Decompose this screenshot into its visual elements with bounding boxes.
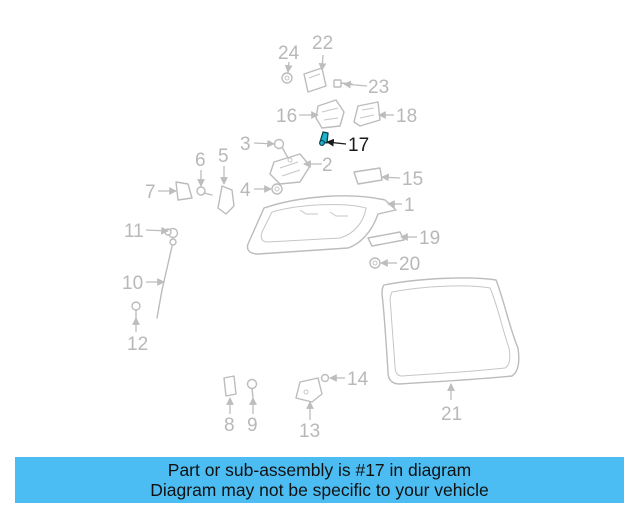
part-8-bumper: [223, 375, 237, 397]
part-18-hinge: [353, 101, 381, 127]
callout-3: 3: [240, 134, 251, 155]
callout-21: 21: [441, 404, 462, 425]
part-24-nut: [281, 72, 293, 84]
part-20-clip: [369, 257, 381, 269]
callout-16: 16: [276, 106, 297, 127]
callout-22: 22: [312, 33, 333, 54]
part-23-bolt: [333, 79, 353, 88]
callout-4: 4: [240, 180, 251, 201]
part-15-handle: [353, 167, 383, 185]
part-17-highlighted: [319, 131, 329, 146]
parts-diagram: 24 22 23 16 18 17 3 2 15 4 7 6 5 1 11 19…: [122, 33, 520, 442]
part-16-hinge: [315, 99, 345, 129]
callout-12: 12: [127, 334, 148, 355]
part-19-light: [367, 231, 405, 247]
part-9-screw: [246, 378, 258, 398]
part-1-window-frame: [246, 195, 397, 255]
part-22-bracket: [303, 67, 327, 93]
callout-9: 9: [247, 415, 258, 436]
leader-11: [145, 226, 169, 235]
callout-1: 1: [404, 195, 415, 216]
callout-17: 17: [348, 135, 369, 156]
part-6-screw: [196, 186, 213, 196]
info-banner: Part or sub-assembly is #17 in diagram D…: [15, 457, 624, 503]
callout-23: 23: [368, 77, 389, 98]
callout-14: 14: [347, 369, 369, 390]
callout-20: 20: [399, 254, 420, 275]
part-2-latch: [269, 153, 311, 185]
part-11-ball-stud: [164, 227, 179, 239]
part-5-bracket: [217, 185, 235, 215]
callout-5: 5: [218, 146, 229, 167]
leader-22: [318, 54, 327, 71]
callout-19: 19: [419, 228, 440, 249]
callout-7: 7: [145, 182, 156, 203]
leader-23: [343, 80, 368, 89]
part-21-weatherstrip: [381, 277, 520, 385]
part-10-lift-strut: [156, 238, 177, 319]
part-13-striker: [295, 377, 323, 403]
part-4-nut: [271, 183, 283, 195]
callout-11: 11: [124, 221, 144, 242]
callout-24: 24: [278, 43, 300, 64]
callout-8: 8: [224, 415, 235, 436]
leader-15: [381, 173, 401, 182]
banner-line-part-number: Part or sub-assembly is #17 in diagram: [167, 460, 472, 480]
callout-2: 2: [322, 155, 333, 176]
leader-24: [284, 61, 293, 73]
callout-10: 10: [122, 273, 143, 294]
banner-line-disclaimer: Diagram may not be specific to your vehi…: [150, 480, 489, 500]
part-7-bumper: [175, 181, 193, 201]
leader-17: [326, 138, 347, 147]
part-3-bolt: [273, 138, 289, 159]
callout-15: 15: [402, 169, 423, 190]
part-12-ball-stud: [131, 301, 141, 319]
leader-3: [253, 139, 275, 148]
callout-18: 18: [396, 106, 417, 127]
callout-13: 13: [299, 421, 320, 442]
callout-6: 6: [195, 150, 206, 171]
part-14-bolt: [320, 373, 330, 383]
